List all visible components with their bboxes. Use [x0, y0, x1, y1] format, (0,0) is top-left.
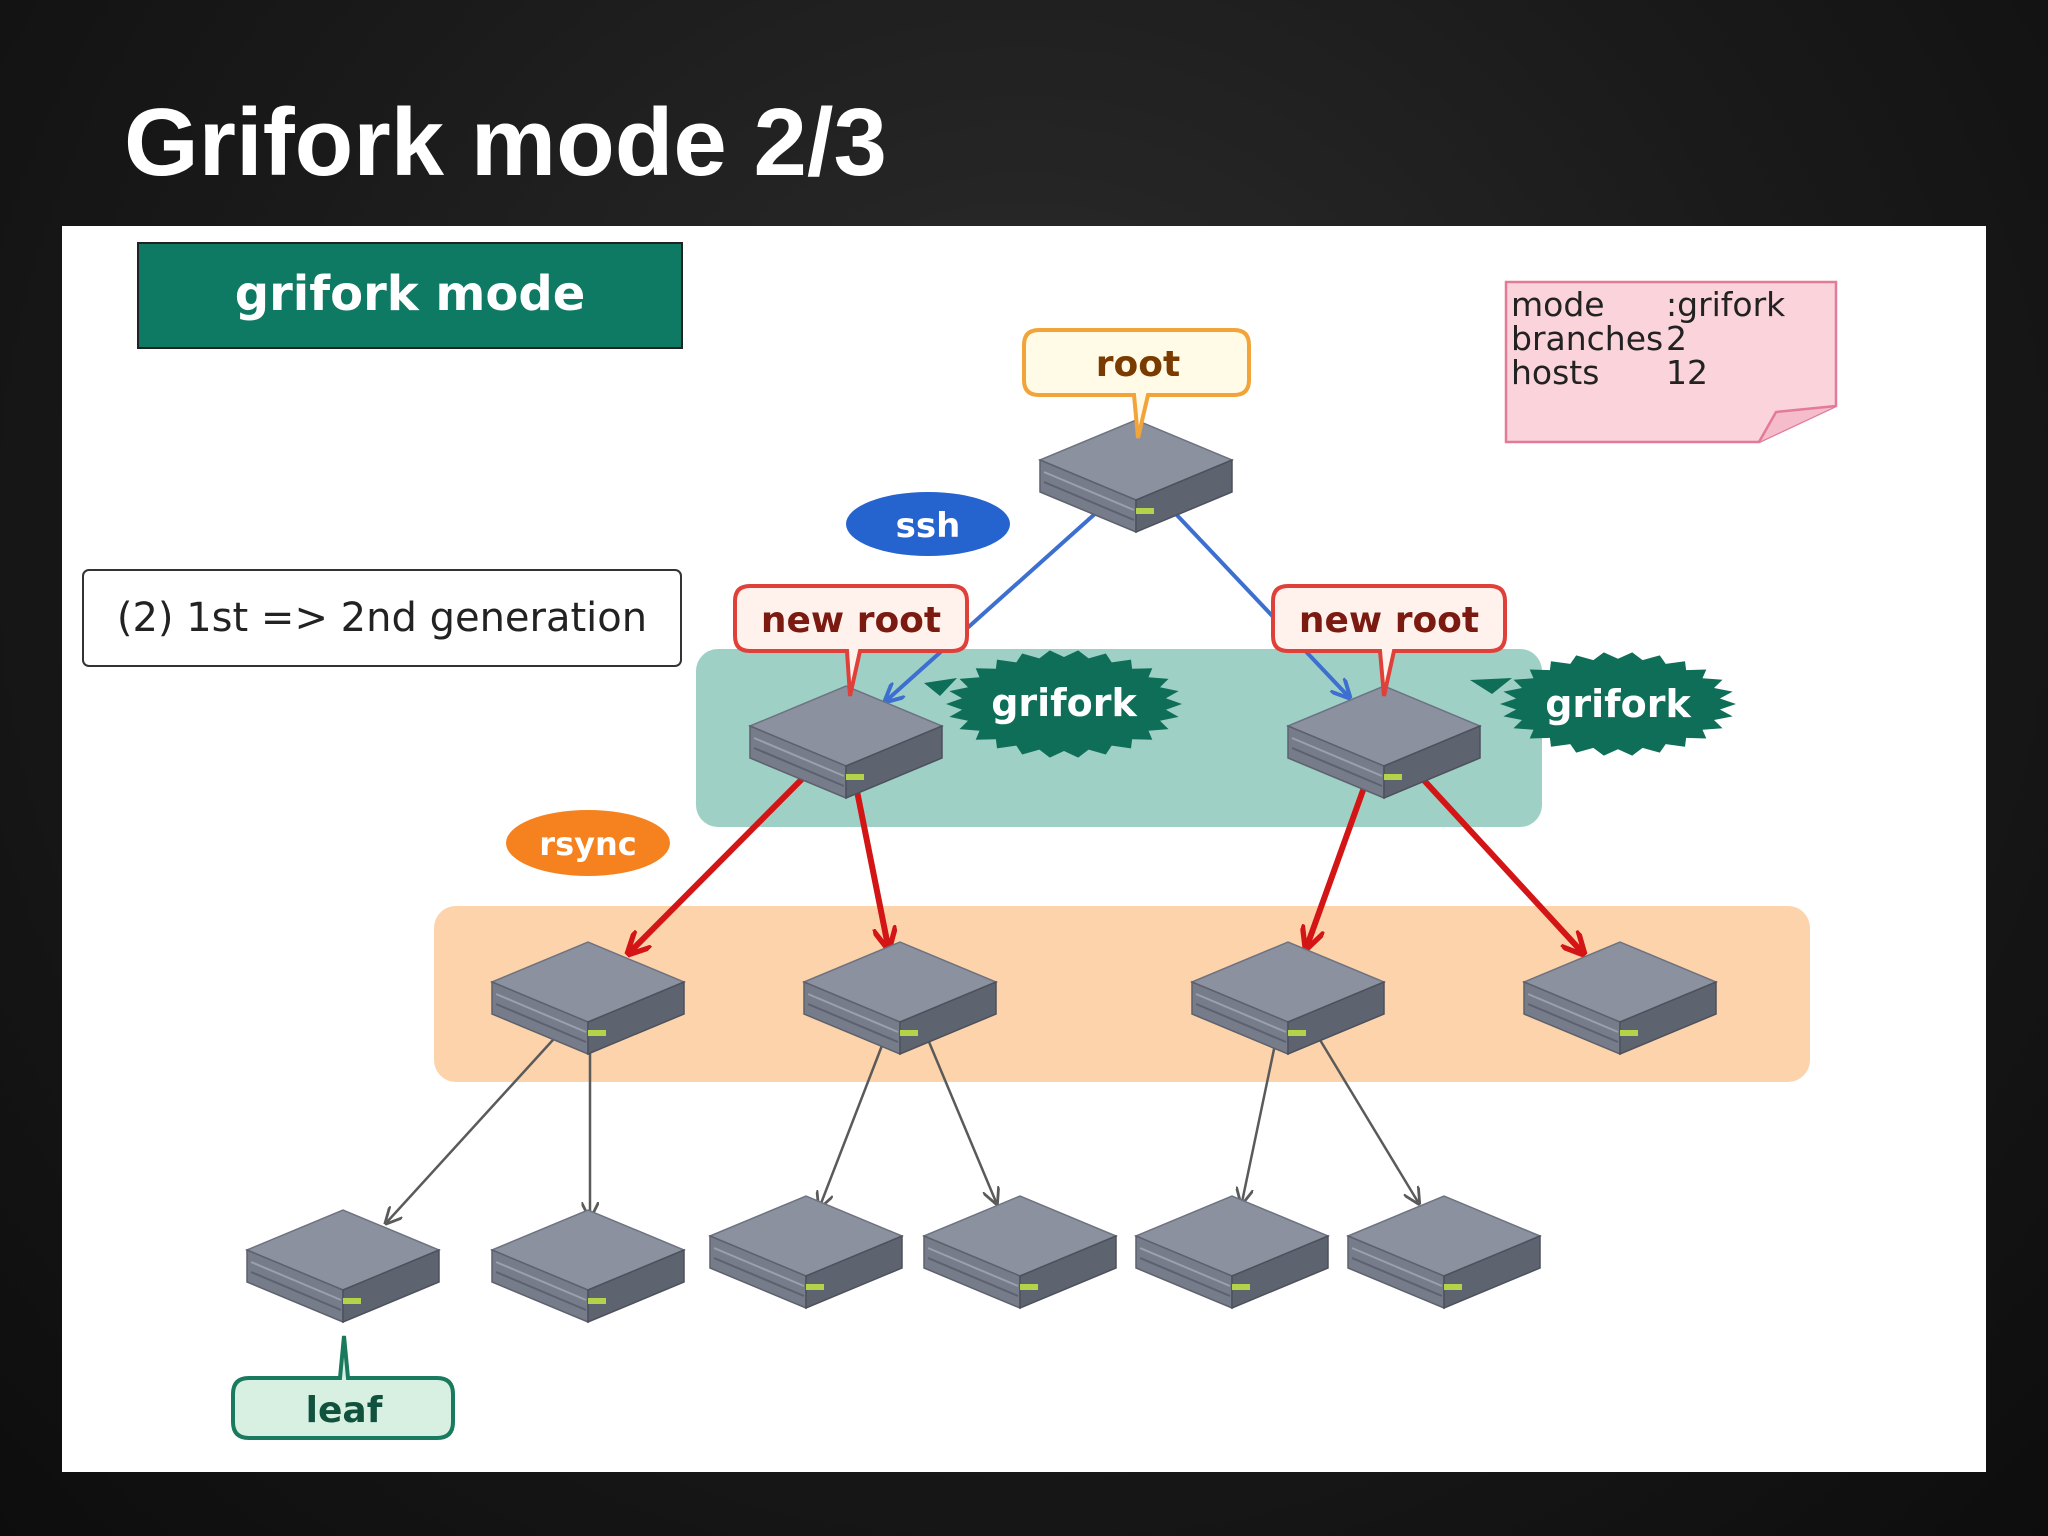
rsync-edge-2	[853, 785, 888, 946]
root-callout: root	[1022, 328, 1251, 439]
leaf-server-4	[923, 1195, 1117, 1309]
new-root-label-right: new root	[1299, 600, 1479, 641]
leaf-server-6	[1347, 1195, 1541, 1309]
note-branches-value: 2	[1666, 319, 1687, 358]
root-callout-label: root	[1096, 344, 1180, 385]
slide-title: Grifork mode 2/3	[124, 89, 887, 196]
leaf-edge-5	[1242, 1029, 1280, 1202]
note-branches-key: branches	[1511, 319, 1663, 358]
rsync-edge-1	[630, 771, 810, 952]
step-label: (2) 1st => 2nd generation	[117, 595, 647, 641]
new-root-label-left: new root	[761, 600, 941, 641]
leaf-edge-4	[922, 1029, 996, 1202]
note-mode-key: mode	[1511, 285, 1605, 324]
rsync-edge-4	[1417, 773, 1582, 952]
ssh-label: ssh	[846, 492, 1010, 556]
tree-diagram: grifork mode (2) 1st => 2nd generation m…	[82, 242, 1838, 1440]
leaf-server-2	[491, 1209, 685, 1323]
grifork-mode-badge: grifork mode	[137, 242, 683, 349]
burst-left-shape	[946, 650, 1182, 758]
rsync-edge-3	[1307, 780, 1369, 946]
grifork-mode-label: grifork mode	[235, 266, 586, 322]
leaf-edge-6	[1312, 1029, 1418, 1202]
leaf-server-3	[709, 1195, 903, 1309]
ssh-edge-right	[1172, 510, 1348, 696]
info-note: mode :grifork branches 2 hosts 12	[1504, 280, 1838, 444]
second-generation-band	[434, 906, 1810, 1082]
step-label-box: (2) 1st => 2nd generation	[82, 569, 682, 667]
ssh-edge-left	[887, 510, 1099, 700]
leaf-edge-1	[387, 1029, 563, 1222]
note-hosts-value: 12	[1666, 353, 1708, 392]
diagram-panel: grifork mode (2) 1st => 2nd generation m…	[62, 226, 1986, 1472]
new-root-callout-left: new root	[733, 584, 969, 697]
grifork-burst-right-label: grifork	[1545, 682, 1691, 726]
note-hosts-key: hosts	[1511, 353, 1599, 392]
new-root-callout-right: new root	[1271, 584, 1507, 697]
leaf-server-1	[246, 1209, 440, 1323]
leaf-callout-label: leaf	[306, 1390, 383, 1431]
ssh-label-text: ssh	[896, 506, 961, 546]
leaf-callout: leaf	[231, 1335, 455, 1440]
grifork-burst-left-label: grifork	[991, 681, 1137, 725]
rsync-label: rsync	[506, 810, 670, 876]
note-mode-value: :grifork	[1666, 285, 1786, 324]
leaf-server-5	[1135, 1195, 1329, 1309]
leaf-edge-3	[820, 1029, 890, 1206]
grifork-burst-right: grifork	[1470, 652, 1736, 756]
rsync-label-text: rsync	[539, 825, 636, 863]
burst-right-shape	[1500, 652, 1736, 756]
grifork-burst-left: grifork	[924, 650, 1182, 758]
